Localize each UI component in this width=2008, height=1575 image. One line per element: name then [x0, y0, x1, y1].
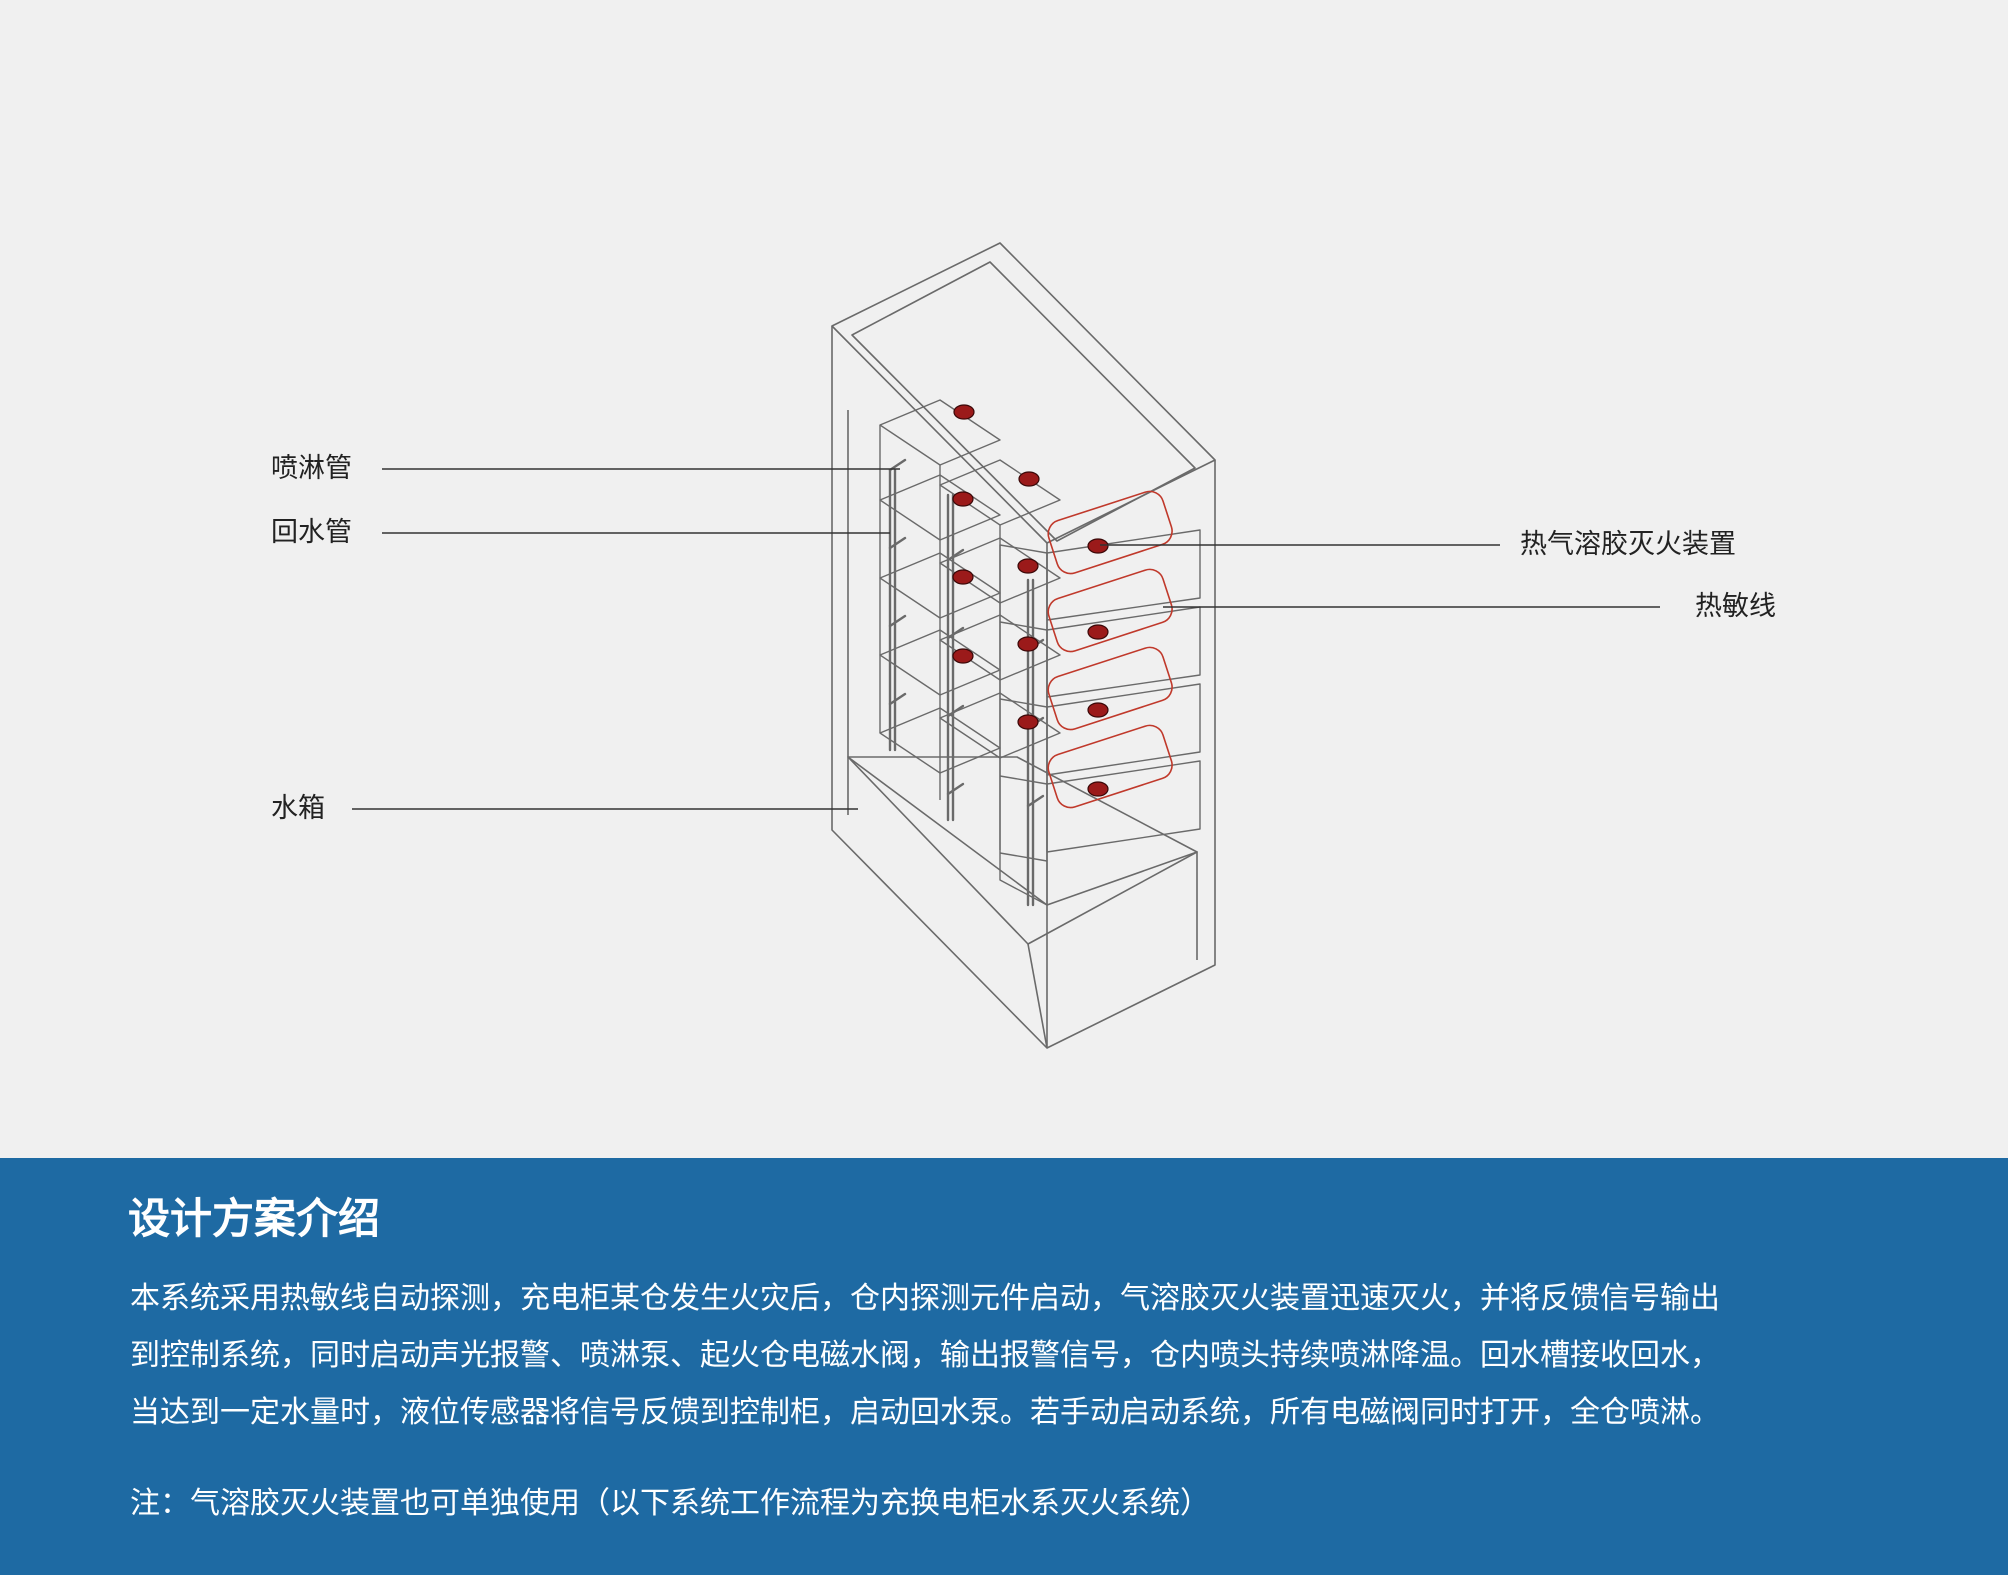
- cabinet-diagram: [352, 242, 1660, 1049]
- aerosol-unit: [1017, 636, 1039, 652]
- aerosol-unit: [953, 404, 975, 420]
- label-water-tank: 水箱: [271, 793, 325, 824]
- aerosol-unit: [952, 491, 974, 507]
- aerosol-unit: [1087, 624, 1109, 640]
- info-panel: 设计方案介绍 本系统采用热敏线自动探测，充电柜某仓发生火灾后，仓内探测元件启动，…: [0, 1158, 2008, 1575]
- label-aerosol-device: 热气溶胶灭火装置: [1520, 529, 1736, 560]
- aerosol-unit: [1087, 538, 1109, 554]
- label-thermal-line: 热敏线: [1695, 591, 1776, 622]
- aerosol-unit: [1017, 714, 1039, 730]
- info-body-line: 到控制系统，同时启动声光报警、喷淋泵、起火仓电磁水阀，输出报警信号，仓内喷头持续…: [130, 1338, 1720, 1373]
- info-body: 本系统采用热敏线自动探测，充电柜某仓发生火灾后，仓内探测元件启动，气溶胶灭火装置…: [130, 1270, 1930, 1441]
- leader-lines: [352, 468, 1660, 810]
- info-body-line: 本系统采用热敏线自动探测，充电柜某仓发生火灾后，仓内探测元件启动，气溶胶灭火装置…: [130, 1281, 1720, 1316]
- aerosol-unit: [952, 648, 974, 664]
- aerosol-unit: [1017, 558, 1039, 574]
- aerosol-unit: [1087, 781, 1109, 797]
- label-spray-pipe: 喷淋管: [271, 453, 352, 484]
- compartment-stack: [879, 399, 1201, 906]
- aerosol-unit: [1018, 471, 1040, 487]
- aerosol-unit: [952, 569, 974, 585]
- info-note: 注：气溶胶灭火装置也可单独使用（以下系统工作流程为充换电柜水系灭火系统）: [130, 1486, 1210, 1521]
- thermal-line-loops: [1047, 490, 1173, 809]
- info-body-line: 当达到一定水量时，液位传感器将信号反馈到控制柜，启动回水泵。若手动启动系统，所有…: [130, 1395, 1720, 1430]
- info-title: 设计方案介绍: [128, 1194, 381, 1243]
- aerosol-unit: [1087, 702, 1109, 718]
- pipe-network: [888, 458, 1045, 907]
- aerosol-units: [952, 404, 1109, 797]
- label-return-pipe: 回水管: [271, 517, 352, 548]
